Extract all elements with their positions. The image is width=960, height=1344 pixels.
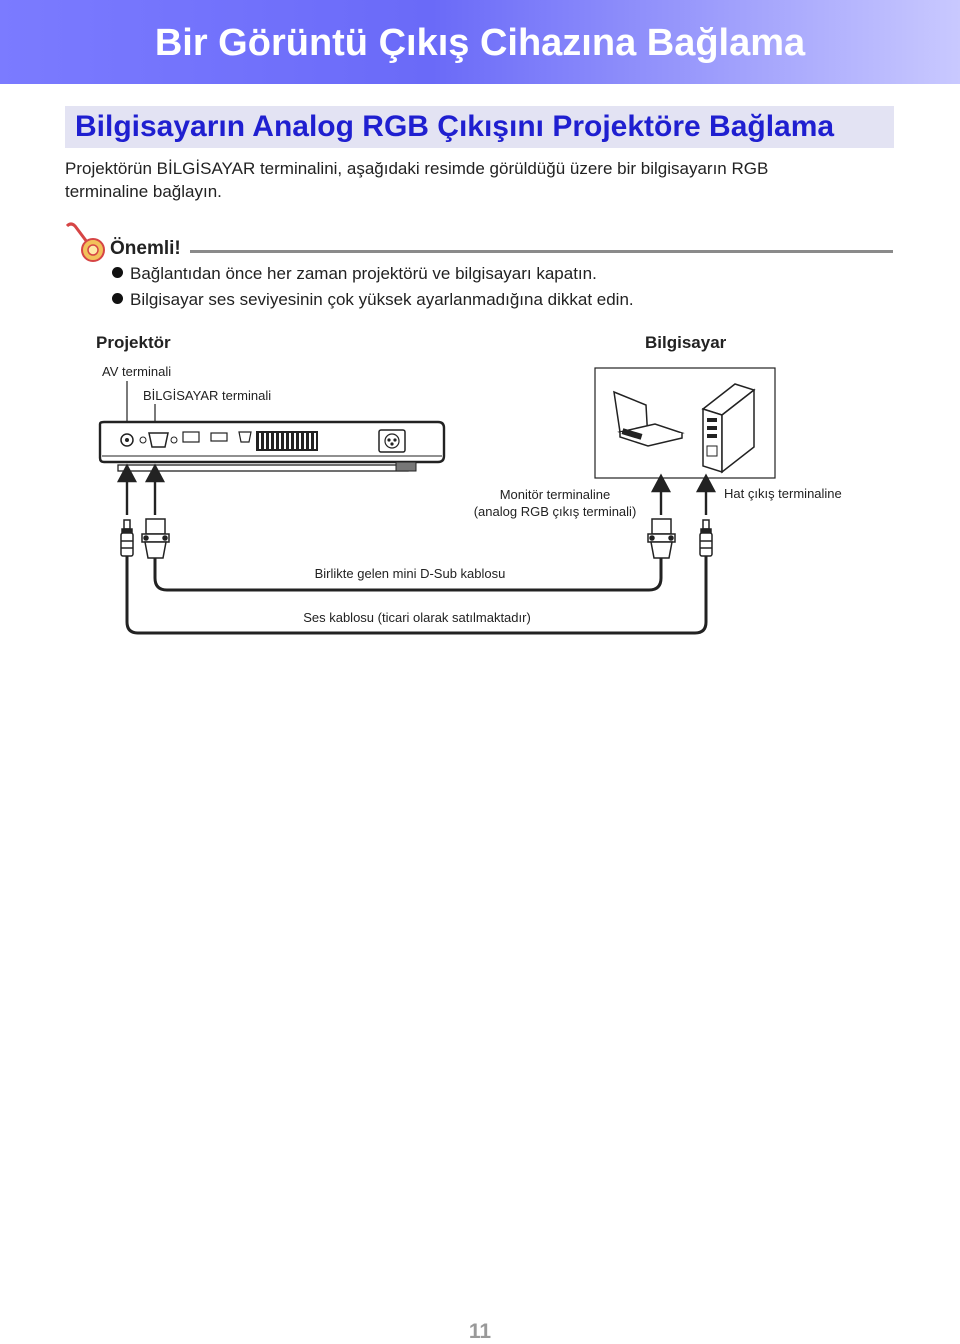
important-icon	[65, 222, 105, 262]
section-header: Bilgisayarın Analog RGB Çıkışını Projekt…	[65, 106, 894, 148]
intro-paragraph: Projektörün BİLGİSAYAR terminalini, aşağ…	[65, 157, 865, 203]
note-title: Önemli!	[110, 238, 181, 259]
page-number: 11	[468, 1320, 492, 1343]
dsub-plug-right	[647, 518, 676, 559]
dsub-cable-label: Birlikte gelen mini D-Sub kablosu	[314, 566, 506, 581]
audio-plug-left	[120, 519, 134, 557]
av-terminal-label: AV terminali	[102, 364, 172, 379]
section-title: Bilgisayarın Analog RGB Çıkışını Projekt…	[75, 110, 835, 143]
note-item: Bağlantıdan önce her zaman projektörü ve…	[112, 264, 597, 284]
connection-diagram	[98, 367, 776, 635]
audio-cable-label: Ses kablosu (ticari olarak satılmaktadır…	[303, 610, 531, 625]
monitor-terminal-line-2: (analog RGB çıkış terminali)	[473, 504, 637, 519]
note-item: Bilgisayar ses seviyesinin çok yüksek ay…	[112, 290, 634, 310]
projector-illustration	[98, 420, 446, 472]
computer-illustration	[594, 367, 776, 479]
page-title: Bir Görüntü Çıkış Cihazına Bağlama	[154, 22, 806, 64]
note-item-text: Bağlantıdan önce her zaman projektörü ve…	[130, 264, 597, 283]
projector-label: Projektör	[96, 333, 171, 352]
monitor-terminal-label: Monitör terminaline (analog RGB çıkış te…	[460, 486, 650, 520]
bullet-icon	[112, 293, 123, 304]
note-divider	[190, 250, 893, 253]
dsub-cable	[153, 558, 663, 592]
audio-plug-right	[699, 519, 713, 557]
page-header: Bir Görüntü Çıkış Cihazına Bağlama	[0, 0, 960, 84]
note-item-text: Bilgisayar ses seviyesinin çok yüksek ay…	[130, 290, 634, 309]
intro-line-1: Projektörün BİLGİSAYAR terminalini, aşağ…	[65, 159, 769, 178]
intro-line-2: terminaline bağlayın.	[65, 182, 222, 201]
line-out-terminal-label: Hat çıkış terminaline	[724, 486, 842, 501]
dsub-plug-left	[141, 518, 170, 559]
bullet-icon	[112, 267, 123, 278]
computer-label: Bilgisayar	[645, 333, 727, 352]
audio-cable	[125, 556, 708, 635]
monitor-terminal-line-1: Monitör terminaline	[499, 487, 611, 502]
computer-terminal-label: BİLGİSAYAR terminali	[143, 388, 272, 403]
